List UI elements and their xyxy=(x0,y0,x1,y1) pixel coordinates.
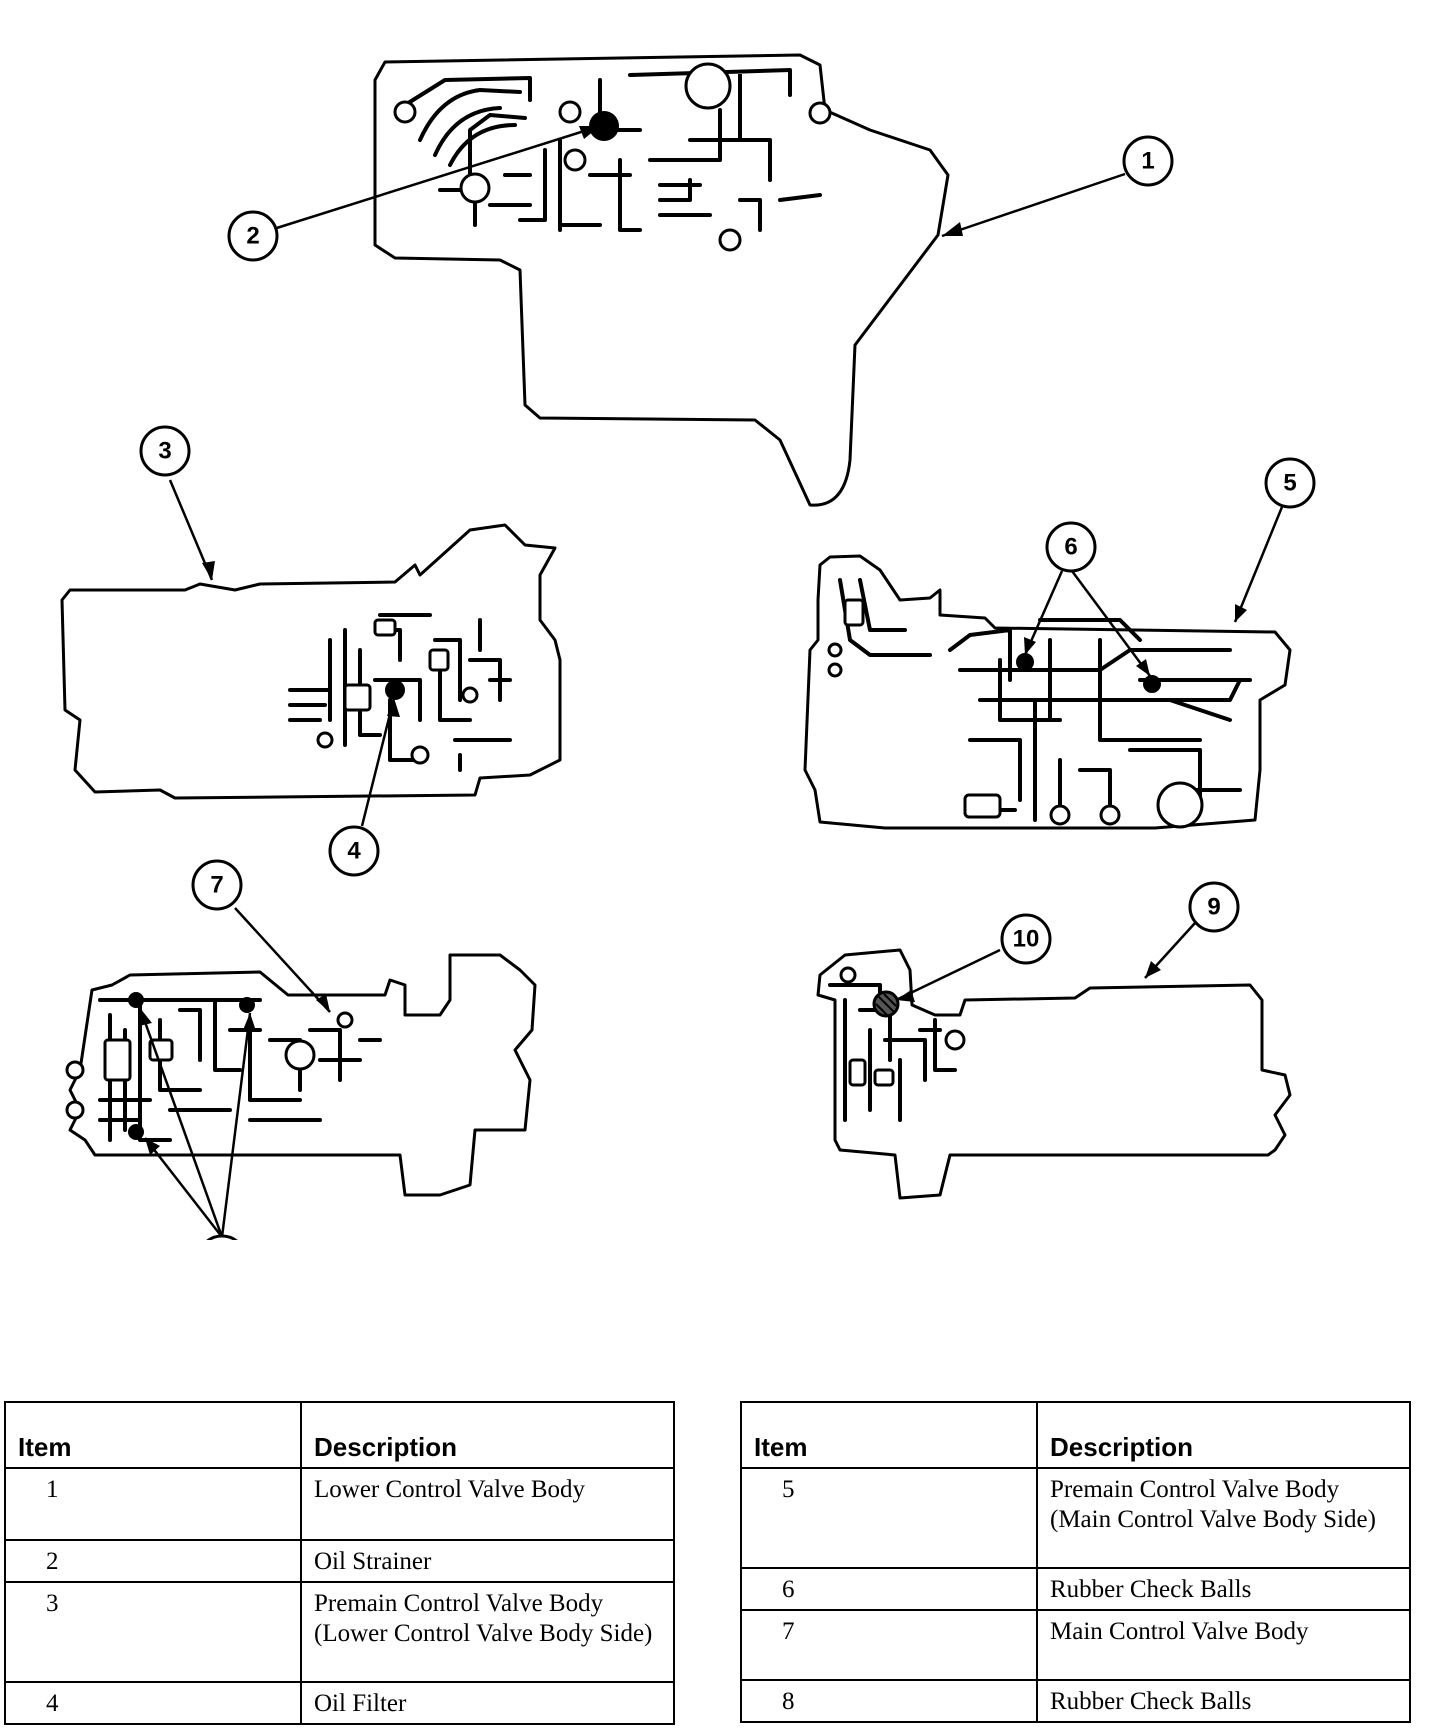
legend-header-row: Item Description xyxy=(4,1401,675,1469)
item-description: Oil Strainer xyxy=(300,1539,675,1583)
item-number: 2 xyxy=(4,1539,302,1583)
item-description: Premain Control Valve Body (Lower Contro… xyxy=(300,1581,675,1683)
svg-text:6: 6 xyxy=(1064,534,1077,561)
svg-text:1: 1 xyxy=(1141,148,1154,175)
legend-header-row: Item Description xyxy=(740,1401,1411,1469)
item-number: 8 xyxy=(740,1679,1038,1723)
legend-table-left: Item Description 1 Lower Control Valve B… xyxy=(4,1401,675,1725)
item-number: 6 xyxy=(740,1567,1038,1611)
item-description: Lower Control Valve Body xyxy=(300,1467,675,1541)
item-description: Oil Filter xyxy=(300,1681,675,1725)
callout-7: 7 xyxy=(191,859,243,911)
item-description: Main Control Valve Body xyxy=(1036,1609,1411,1681)
table-row: 1 Lower Control Valve Body xyxy=(4,1467,675,1541)
callout-1: 1 xyxy=(1122,135,1174,187)
table-row: 6 Rubber Check Balls xyxy=(740,1567,1411,1611)
item-number: 3 xyxy=(4,1581,302,1683)
callout-4: 4 xyxy=(328,825,380,877)
column-header-item: Item xyxy=(740,1401,1038,1469)
table-row: 5 Premain Control Valve Body (Main Contr… xyxy=(740,1467,1411,1569)
callout-5: 5 xyxy=(1264,457,1316,509)
table-row: 4 Oil Filter xyxy=(4,1681,675,1725)
column-header-item: Item xyxy=(4,1401,302,1469)
item-description: Premain Control Valve Body (Main Control… xyxy=(1036,1467,1411,1569)
column-header-description: Description xyxy=(300,1401,675,1469)
item-number: 1 xyxy=(4,1467,302,1541)
leader-lines xyxy=(138,124,1284,1238)
item-description: Rubber Check Balls xyxy=(1036,1679,1411,1723)
svg-text:4: 4 xyxy=(347,838,361,865)
callout-9: 9 xyxy=(1188,881,1240,933)
callout-10: 10 xyxy=(1000,913,1052,965)
svg-text:5: 5 xyxy=(1283,470,1296,497)
table-row: 3 Premain Control Valve Body (Lower Cont… xyxy=(4,1581,675,1683)
upper-control-valve-body-part-9 xyxy=(816,948,1292,1200)
item-number: 7 xyxy=(740,1609,1038,1681)
premain-control-valve-body-lower-side xyxy=(60,523,562,800)
item-description: Rubber Check Balls xyxy=(1036,1567,1411,1611)
svg-text:10: 10 xyxy=(1013,926,1040,953)
valve-body-exploded-diagram: 1 2 3 4 5 6 7 8 9 10 xyxy=(60,53,1316,1240)
item-number: 5 xyxy=(740,1467,1038,1569)
callout-3: 3 xyxy=(139,425,191,477)
table-row: 8 Rubber Check Balls xyxy=(740,1679,1411,1723)
main-control-valve-body xyxy=(65,953,537,1197)
svg-text:3: 3 xyxy=(158,438,171,465)
svg-text:9: 9 xyxy=(1207,894,1220,921)
legend-table-right: Item Description 5 Premain Control Valve… xyxy=(740,1401,1411,1723)
svg-text:2: 2 xyxy=(246,223,259,250)
lower-control-valve-body xyxy=(373,53,950,507)
column-header-description: Description xyxy=(1036,1401,1411,1469)
premain-control-valve-body-main-side xyxy=(803,554,1292,830)
callout-6: 6 xyxy=(1045,521,1097,573)
table-row: 2 Oil Strainer xyxy=(4,1539,675,1583)
callout-2: 2 xyxy=(227,210,279,262)
svg-text:7: 7 xyxy=(210,872,223,899)
table-row: 7 Main Control Valve Body xyxy=(740,1609,1411,1681)
callout-8: 8 xyxy=(206,1234,238,1240)
item-number: 4 xyxy=(4,1681,302,1725)
